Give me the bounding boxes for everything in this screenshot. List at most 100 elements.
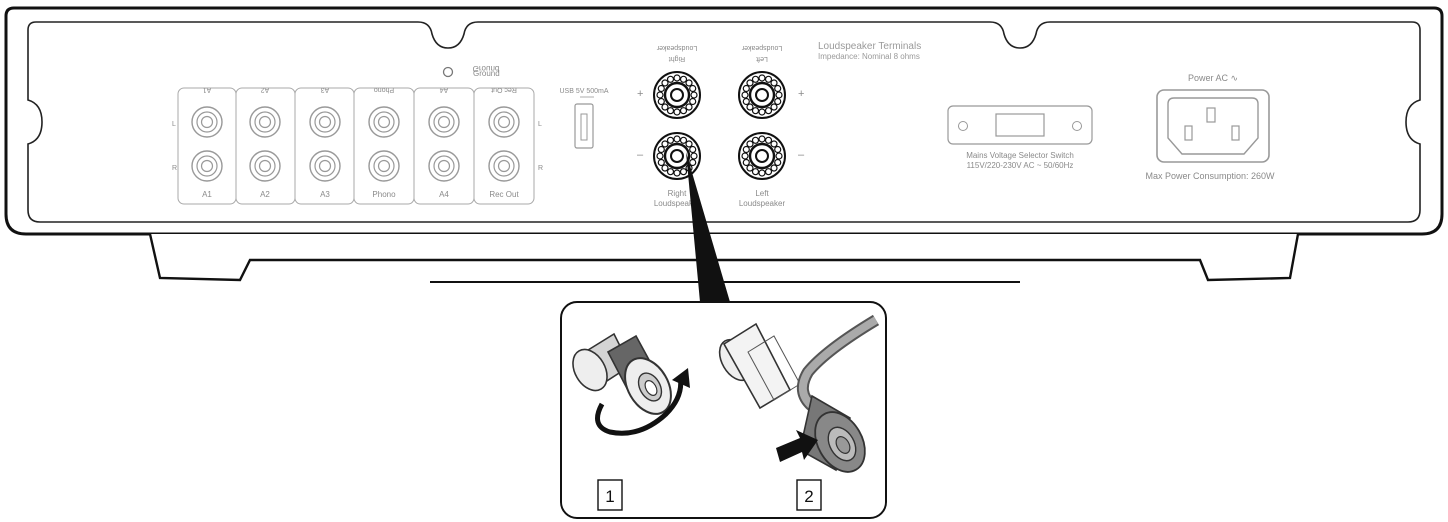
power-socket-outer[interactable]: [1156, 89, 1270, 163]
speaker-post-knurl: [758, 169, 766, 177]
speaker-post-knurl: [666, 107, 675, 115]
left-speaker-top-label-2: Loudspeaker: [741, 44, 782, 51]
rca-jack-ring: [493, 155, 515, 177]
speaker-post-knurl: [751, 75, 760, 83]
speaker-post-knurl: [774, 97, 782, 106]
rca-bottom-label: A1: [202, 190, 212, 199]
minus-right: –: [637, 149, 644, 161]
speaker-post-knurl: [758, 108, 766, 116]
rca-jack-r-6[interactable]: [488, 150, 520, 182]
speaker-post-knurl: [679, 168, 688, 176]
rca-jack-ring: [373, 111, 395, 133]
rca-jack-center: [437, 115, 451, 129]
voltage-screw-right-icon: [1072, 121, 1082, 131]
rca-jack-l-2[interactable]: [249, 106, 281, 138]
rca-bottom-label: Rec Out: [489, 190, 519, 199]
step-1-number: 1: [605, 487, 614, 506]
speaker-post-knurl: [746, 103, 754, 111]
rca-top-label: A3: [321, 86, 330, 93]
voltage-label-1: Mains Voltage Selector Switch: [966, 151, 1074, 160]
rca-jack-ring: [254, 111, 276, 133]
step-1-box: [597, 479, 623, 511]
rca-left-r: R: [172, 165, 177, 172]
callout-pointer: [686, 152, 730, 302]
rca-jack-r-2[interactable]: [249, 150, 281, 182]
speaker-post-knurl: [751, 136, 760, 144]
terminals-title: Loudspeaker Terminals: [818, 41, 921, 52]
rca-jack-center: [497, 115, 511, 129]
rca-jack-center: [258, 115, 272, 129]
terminals-impedance: Impedance: Nominal 8 ohms: [818, 52, 920, 61]
speaker-post-knurl: [666, 168, 675, 176]
plus-left: +: [798, 88, 804, 100]
rca-bottom-label: A4: [439, 190, 449, 199]
ground-label: Ground: [473, 69, 500, 78]
speaker-post-knurl: [746, 79, 754, 87]
rca-left-l: L: [172, 121, 176, 128]
rca-jack-l-1[interactable]: [191, 106, 223, 138]
speaker-post-knurl: [774, 158, 782, 167]
chassis-outline: [4, 6, 1444, 236]
rca-jack-r-4[interactable]: [368, 150, 400, 182]
voltage-selector-switch[interactable]: [995, 113, 1045, 137]
speaker-post-knurl: [657, 97, 665, 106]
right-speaker-label-2: Loudspeaker: [654, 199, 701, 208]
speaker-post-knurl: [746, 140, 754, 148]
step-2-insert-cable-illustration: [718, 314, 880, 473]
speaker-post-knurl: [661, 140, 669, 148]
speaker-post-knurl: [774, 84, 782, 93]
speaker-post-knurl: [689, 158, 697, 167]
rca-right-r: R: [538, 165, 543, 172]
speaker-post-knurl: [690, 152, 698, 160]
speaker-post-knurl: [741, 152, 749, 160]
rca-top-label: A4: [440, 86, 449, 93]
speaker-post-knurl: [689, 97, 697, 106]
power-pin-left: [1184, 125, 1193, 141]
speaker-post-knurl: [689, 145, 697, 154]
speaker-post-knurl: [742, 84, 750, 93]
rca-jack-l-5[interactable]: [428, 106, 460, 138]
speaker-post-knurl: [770, 164, 778, 172]
power-pin-right: [1231, 125, 1240, 141]
step-2-box: [796, 479, 822, 511]
speaker-post-hole: [670, 88, 684, 102]
rca-jack-r-1[interactable]: [191, 150, 223, 182]
left-speaker-label-2: Loudspeaker: [739, 199, 786, 208]
speaker-post-knurl: [774, 145, 782, 154]
speaker-post-hole: [755, 149, 769, 163]
speaker-post-knurl: [770, 140, 778, 148]
speaker-post-hole: [755, 88, 769, 102]
rca-jack-l-6[interactable]: [488, 106, 520, 138]
voltage-screw-left-icon: [958, 121, 968, 131]
speaker-post-knurl: [742, 145, 750, 154]
rca-jack-l-4[interactable]: [368, 106, 400, 138]
right-speaker-top-label-2: Loudspeaker: [656, 44, 697, 51]
speaker-post-knurl: [764, 75, 773, 83]
rca-top-label: Phono: [374, 86, 394, 93]
speaker-post-knurl: [685, 140, 693, 148]
right-speaker-label-1: Right: [668, 189, 687, 198]
left-foot: [148, 233, 1300, 282]
power-socket-inner: [1167, 97, 1259, 155]
speaker-post-knurl: [770, 103, 778, 111]
ground-post-icon: [442, 66, 454, 78]
usb-port-slot: [580, 113, 588, 141]
rca-jack-r-5[interactable]: [428, 150, 460, 182]
rca-jack-ring: [196, 155, 218, 177]
speaker-post-knurl: [751, 107, 760, 115]
usb-port-icon[interactable]: [574, 103, 594, 149]
plus-right: +: [637, 88, 643, 100]
speaker-post-knurl: [666, 75, 675, 83]
rca-jack-center: [200, 115, 214, 129]
rca-bottom-label: Phono: [372, 190, 396, 199]
voltage-selector-plate: [947, 105, 1093, 145]
rca-jack-l-3[interactable]: [309, 106, 341, 138]
speaker-post-knurl: [657, 145, 665, 154]
speaker-post-knurl: [679, 136, 688, 144]
rca-jack-ring: [433, 111, 455, 133]
rca-section: [177, 87, 535, 205]
speaker-post-knurl: [758, 135, 766, 143]
ground-label-mirrored: Ground: [473, 64, 500, 73]
rca-jack-r-3[interactable]: [309, 150, 341, 182]
right-speaker-top-label-1: Right: [669, 55, 685, 62]
